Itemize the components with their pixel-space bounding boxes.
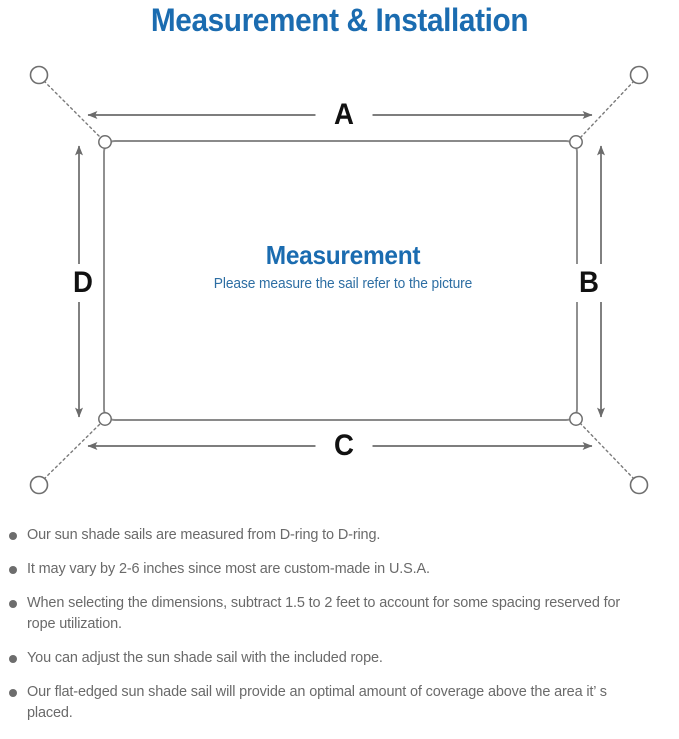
dimension-label-b: B (571, 264, 607, 302)
bullet-icon (9, 566, 17, 574)
list-item: Our sun shade sails are measured from D-… (0, 524, 679, 545)
anchor-point-top-right (629, 65, 649, 85)
list-item: It may vary by 2-6 inches since most are… (0, 558, 679, 579)
d-rings (98, 135, 583, 426)
list-item: You can adjust the sun shade sail with t… (0, 647, 679, 668)
anchor-point-bottom-right (629, 475, 649, 495)
bullet-icon (9, 532, 17, 540)
note-text: It may vary by 2-6 inches since most are… (27, 560, 430, 577)
dimension-label-d: D (65, 264, 101, 302)
d-ring-bottom-right (569, 412, 583, 426)
dimension-arrows (75, 111, 605, 450)
rope-lines (43, 80, 635, 480)
d-ring-bottom-left (98, 412, 112, 426)
anchor-point-top-left (29, 65, 49, 85)
rope-top-right (579, 80, 635, 139)
d-ring-top-right (569, 135, 583, 149)
note-text: You can adjust the sun shade sail with t… (27, 649, 383, 666)
list-item: When selecting the dimensions, subtract … (0, 592, 679, 634)
shade-sail-body (103, 140, 578, 421)
sail-diagram: Measurement Please measure the sail refe… (29, 65, 649, 495)
anchor-point-bottom-left (29, 475, 49, 495)
dimension-label-a: A (315, 98, 373, 132)
note-text: Our sun shade sails are measured from D-… (27, 526, 381, 543)
rope-bottom-right (579, 422, 635, 480)
sail-diagram-svg (29, 65, 649, 495)
anchor-points (29, 65, 649, 495)
dimension-label-c: C (315, 429, 373, 463)
bullet-icon (9, 655, 17, 663)
bullet-icon (9, 689, 17, 697)
note-text: When selecting the dimensions, subtract … (27, 594, 621, 632)
list-item: Our flat-edged sun shade sail will provi… (0, 681, 679, 723)
page-title: Measurement & Installation (150, 2, 529, 38)
d-ring-top-left (98, 135, 112, 149)
rope-top-left (43, 80, 102, 139)
bullet-icon (9, 600, 17, 608)
rope-bottom-left (43, 422, 102, 480)
notes-list: Our sun shade sails are measured from D-… (0, 524, 679, 736)
note-text: Our flat-edged sun shade sail will provi… (27, 683, 607, 721)
